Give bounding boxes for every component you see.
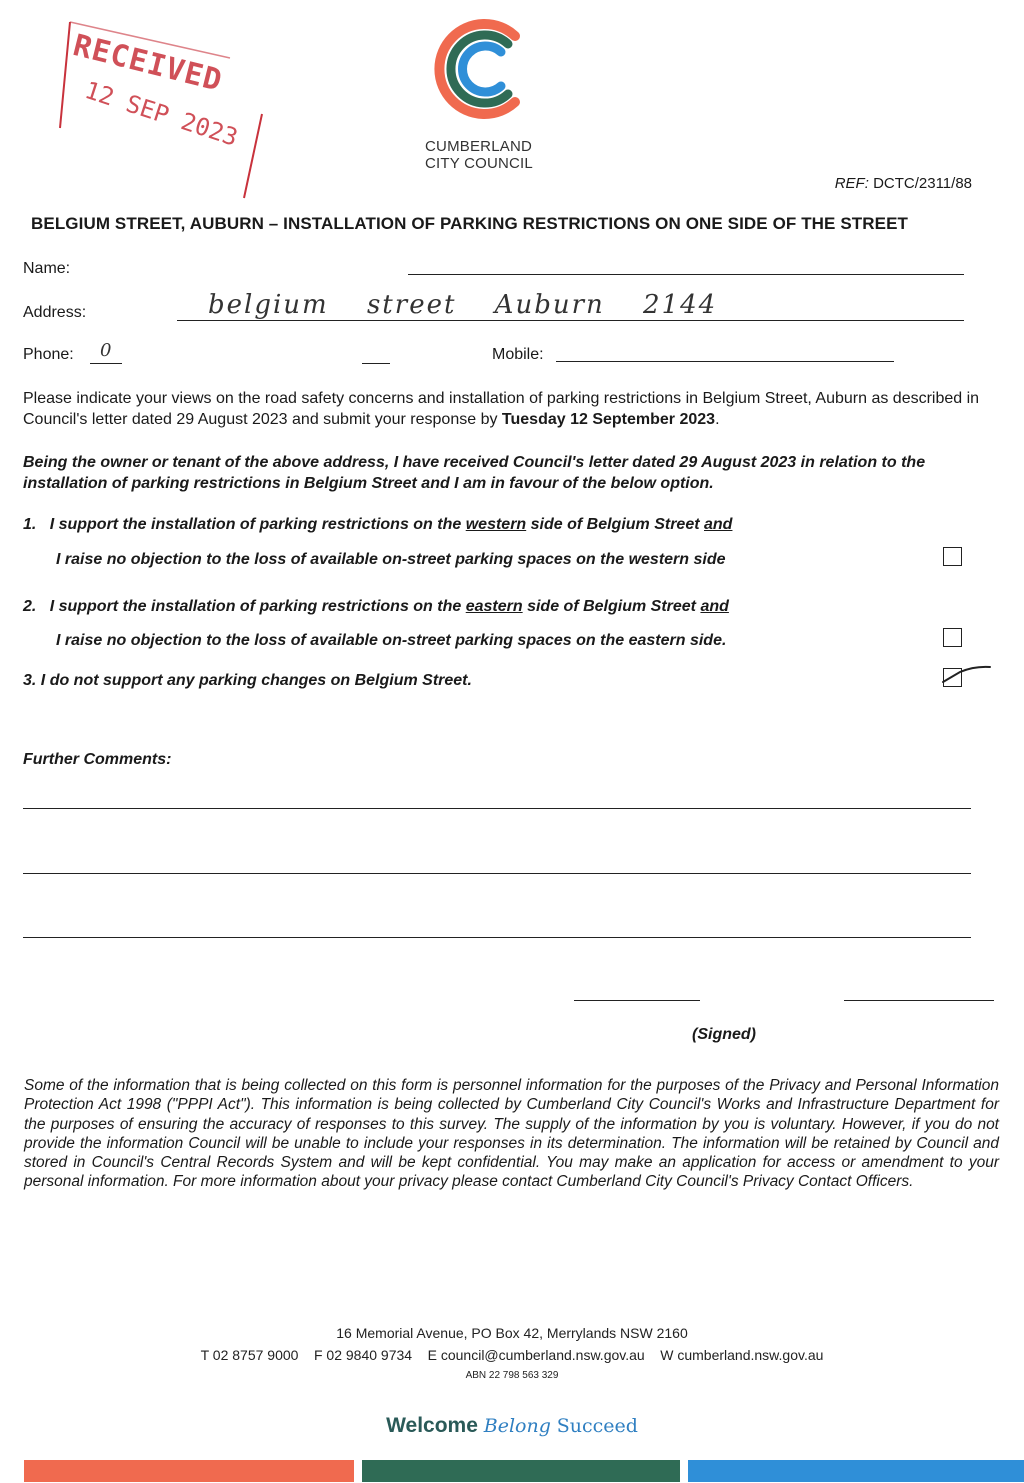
council-logo-icon <box>434 19 520 119</box>
reference-value: DCTC/2311/88 <box>873 175 972 192</box>
address-label: Address: <box>23 304 87 321</box>
phone-label: Phone: <box>23 346 74 363</box>
privacy-notice: Some of the information that is being co… <box>24 1077 999 1191</box>
option-2-line-1: 2. I support the installation of parking… <box>23 598 729 616</box>
option-1-line-2: I raise no objection to the loss of avai… <box>56 551 726 568</box>
option-1-text-a: I support the installation of parking re… <box>49 516 466 533</box>
tagline-succeed: Succeed <box>556 1415 638 1437</box>
footer-bar-orange <box>24 1460 354 1482</box>
council-name-line2: CITY COUNCIL <box>425 155 533 172</box>
council-name: CUMBERLAND CITY COUNCIL <box>425 138 533 172</box>
option-3-text: I do not support any parking changes on … <box>40 672 472 689</box>
option-2-text-b: side of Belgium Street <box>522 598 701 615</box>
address-handwritten-value: belgium street Auburn 2144 <box>208 290 718 320</box>
option-1-checkbox[interactable] <box>943 547 962 566</box>
tagline-welcome: Welcome <box>386 1414 478 1437</box>
option-2-side: eastern <box>465 598 523 615</box>
option-2-line-2: I raise no objection to the loss of avai… <box>56 632 727 649</box>
comments-line-1[interactable] <box>23 808 971 809</box>
name-label: Name: <box>23 260 71 277</box>
footer-bar-blue <box>688 1460 1024 1482</box>
signature-line-2[interactable] <box>844 1000 994 1001</box>
instructions-end: . <box>715 411 720 428</box>
footer-contacts: T 02 8757 9000 F 02 9840 9734 E council@… <box>200 1347 824 1363</box>
received-stamp <box>59 21 263 199</box>
option-1-side: western <box>465 516 527 533</box>
footer-address: 16 Memorial Avenue, PO Box 42, Merryland… <box>336 1325 688 1341</box>
option-1-text-b: side of Belgium Street <box>526 516 704 533</box>
signed-label: (Signed) <box>692 1026 756 1043</box>
option-2-number: 2. <box>23 598 37 615</box>
council-name-line1: CUMBERLAND <box>425 138 533 155</box>
mobile-field[interactable] <box>556 361 894 362</box>
option-2-text-a: I support the installation of parking re… <box>49 598 466 615</box>
signature-line-1[interactable] <box>574 1000 700 1001</box>
option-2-checkbox[interactable] <box>943 628 962 647</box>
phone-handwritten-value: 0 <box>100 340 114 361</box>
footer-abn: ABN 22 798 563 329 <box>465 1370 559 1381</box>
comments-line-3[interactable] <box>23 937 971 938</box>
comments-line-2[interactable] <box>23 873 971 874</box>
deadline-text: Tuesday 12 September 2023 <box>501 411 716 428</box>
further-comments-label: Further Comments: <box>23 751 172 768</box>
instructions-text: Please indicate your views on the road s… <box>23 390 980 428</box>
instructions-paragraph: Please indicate your views on the road s… <box>23 388 1003 430</box>
option-1-number: 1. <box>23 516 37 533</box>
tagline-belong: Belong <box>483 1415 551 1437</box>
checkmark-icon <box>942 665 991 683</box>
option-3-line: 3. I do not support any parking changes … <box>23 672 472 690</box>
tagline: Welcome Belong Succeed <box>0 1414 1024 1438</box>
option-3-number: 3. <box>23 672 37 689</box>
option-1-line-1: 1. I support the installation of parking… <box>23 516 732 534</box>
reference-label: REF: <box>834 175 869 192</box>
phone-field-line[interactable] <box>90 363 122 364</box>
option-2-and: and <box>700 598 729 615</box>
form-title: BELGIUM STREET, AUBURN – INSTALLATION OF… <box>31 214 908 233</box>
phone-field-line-end <box>362 363 390 364</box>
footer-bar-green <box>362 1460 680 1482</box>
declaration-paragraph: Being the owner or tenant of the above a… <box>23 454 926 492</box>
mobile-label: Mobile: <box>492 346 544 363</box>
address-field-line[interactable] <box>177 320 964 321</box>
option-1-and: and <box>704 516 733 533</box>
name-field[interactable] <box>408 274 964 275</box>
reference-number: REF: DCTC/2311/88 <box>835 175 972 192</box>
